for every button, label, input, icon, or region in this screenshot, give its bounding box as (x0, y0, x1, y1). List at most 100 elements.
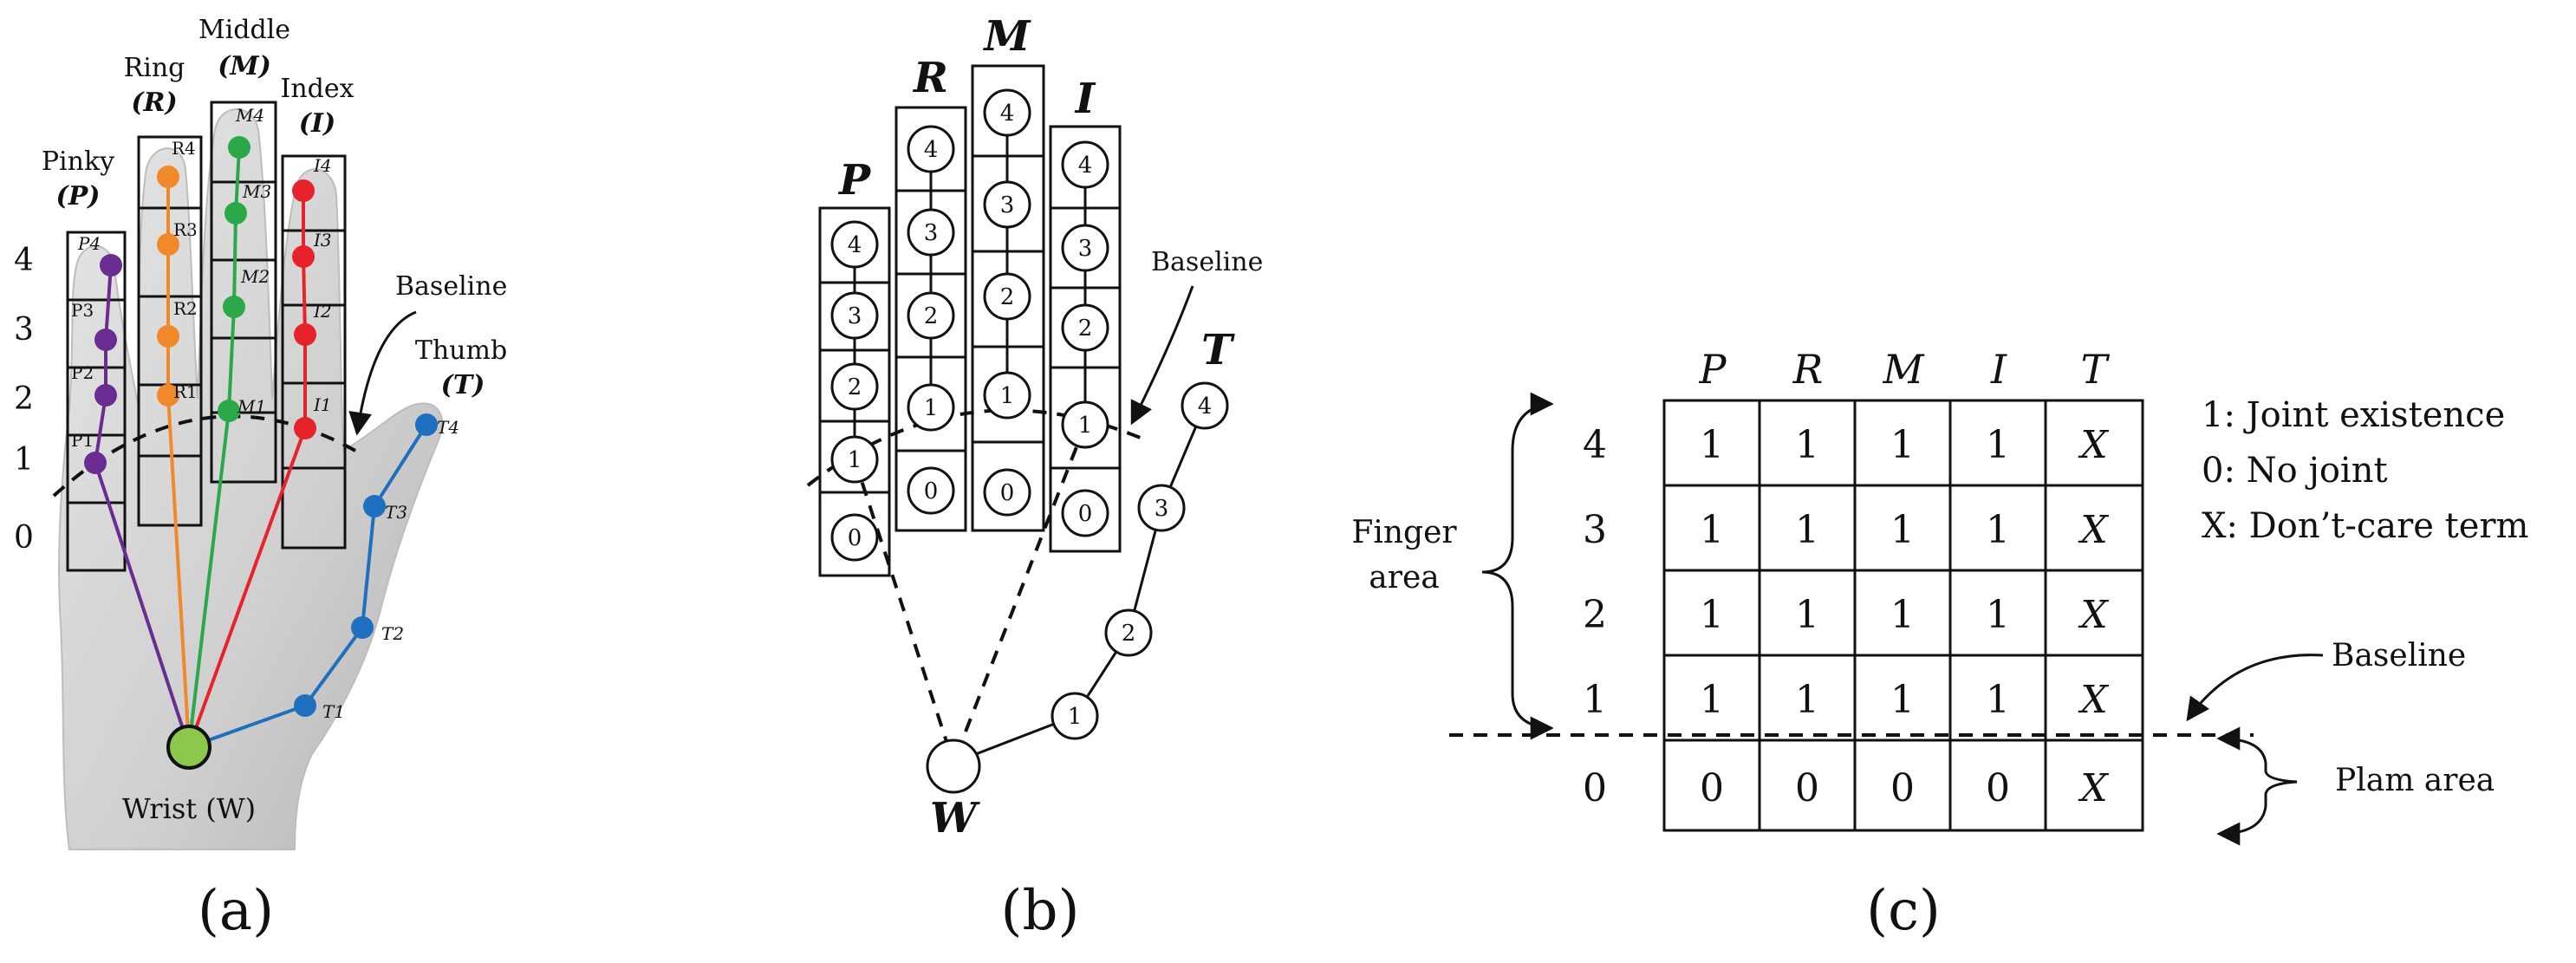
svg-text:T: T (1201, 326, 1235, 374)
baseline-arrow-a (348, 310, 417, 436)
svg-text:Ring: Ring (124, 53, 185, 83)
svg-text:P2: P2 (71, 362, 94, 383)
finger-letters-b: P R M I T W (837, 12, 1235, 843)
level-labels-a: 4 3 2 1 0 (14, 243, 34, 556)
svg-text:4: 4 (1000, 101, 1015, 127)
svg-text:R1: R1 (173, 381, 198, 402)
joint-p4 (100, 254, 122, 277)
svg-text:1: 1 (1078, 413, 1093, 439)
joint-p3 (94, 329, 117, 351)
svg-text:(I): (I) (299, 108, 335, 139)
finger-area-brace: Finger area (1351, 392, 1554, 740)
svg-text:1: 1 (1795, 678, 1819, 722)
svg-text:X: Don’t-care term: X: Don’t-care term (2202, 506, 2528, 546)
svg-text:I: I (1990, 346, 2007, 393)
svg-text:T: T (2081, 346, 2111, 393)
svg-text:R: R (1792, 346, 1824, 393)
svg-text:P4: P4 (77, 233, 101, 254)
svg-text:I4: I4 (313, 155, 332, 176)
svg-text:0: 0 (1700, 766, 1724, 810)
svg-text:P: P (1699, 346, 1727, 393)
matrix-grid (1662, 399, 2144, 832)
svg-text:M1: M1 (237, 396, 266, 417)
svg-text:I3: I3 (313, 230, 332, 251)
svg-text:M: M (982, 12, 1031, 61)
svg-text:1: 1 (1986, 678, 2010, 722)
svg-text:I2: I2 (313, 301, 332, 322)
wrist-node-b (926, 739, 981, 794)
svg-text:0: 0 (1890, 766, 1915, 810)
svg-text:3: 3 (924, 220, 939, 246)
joint-m2 (223, 296, 245, 318)
joint-r3 (157, 233, 179, 256)
svg-text:area: area (1369, 560, 1439, 595)
baseline-arrow-b (1130, 285, 1194, 426)
joint-labels: P1 P2 P3 P4 R1 R2 R3 R4 M1 M2 M3 M4 I1 I… (71, 105, 459, 722)
matrix-cells: 1 1 1 1 X 1 1 1 1 X 1 1 1 1 X 1 1 1 1 X … (1700, 423, 2109, 810)
svg-text:(M): (M) (218, 51, 271, 81)
svg-text:M2: M2 (240, 266, 270, 287)
svg-text:0: 0 (924, 478, 939, 504)
svg-text:1: 1 (14, 442, 34, 478)
svg-text:I1: I1 (313, 394, 332, 415)
svg-text:X: X (2078, 766, 2109, 810)
svg-text:R: R (912, 54, 948, 102)
svg-text:1: 1 (1700, 593, 1724, 637)
svg-text:P3: P3 (71, 300, 94, 321)
svg-text:1: 1 (1795, 593, 1819, 637)
baseline-arrow-c (2186, 654, 2324, 722)
svg-text:P: P (837, 156, 872, 205)
column-headers-c: P R M I T (1699, 346, 2111, 393)
svg-text:1: 1 (1986, 423, 2010, 467)
row-levels-c: 4 3 2 1 0 (1583, 423, 1607, 810)
svg-text:3: 3 (1000, 192, 1015, 218)
svg-text:1: 1 (1068, 704, 1083, 730)
svg-text:1: 1 (848, 447, 862, 473)
palm-area-brace: Plam area (2216, 726, 2495, 846)
svg-text:1: 1 (1795, 423, 1819, 467)
svg-text:2: 2 (924, 303, 939, 329)
joint-m1 (218, 400, 240, 422)
svg-text:R3: R3 (173, 219, 198, 240)
svg-text:0: 0 (1795, 766, 1819, 810)
svg-text:T2: T2 (381, 623, 404, 644)
svg-text:1: 1 (1700, 678, 1724, 722)
svg-text:1: 1 (924, 395, 939, 421)
svg-text:2: 2 (1000, 284, 1015, 310)
svg-text:0: 0 (1000, 480, 1015, 506)
joint-r2 (157, 325, 179, 348)
svg-text:0: No joint: 0: No joint (2202, 451, 2388, 491)
svg-text:2: 2 (848, 374, 862, 400)
panel-a: P1 P2 P3 P4 R1 R2 R3 R4 M1 M2 M3 M4 I1 I… (14, 15, 507, 943)
svg-text:1: Joint existence: 1: Joint existence (2202, 395, 2505, 435)
hand-image (58, 108, 443, 850)
svg-text:0: 0 (1583, 766, 1607, 810)
caption-b: (b) (1001, 879, 1080, 943)
baseline-label-a: Baseline (395, 271, 507, 302)
svg-text:2: 2 (1122, 621, 1136, 647)
svg-text:I: I (1074, 75, 1096, 123)
joint-i3 (292, 245, 315, 268)
svg-text:1: 1 (1700, 423, 1724, 467)
svg-text:0: 0 (1078, 501, 1093, 527)
svg-text:X: X (2078, 678, 2109, 722)
joint-t3 (363, 495, 386, 517)
svg-text:3: 3 (1155, 496, 1169, 522)
joint-t2 (351, 616, 374, 639)
svg-text:4: 4 (848, 232, 862, 258)
svg-text:1: 1 (1000, 383, 1015, 409)
svg-text:2: 2 (1583, 593, 1607, 637)
svg-text:M3: M3 (242, 181, 271, 202)
svg-text:4: 4 (14, 243, 34, 278)
svg-text:T3: T3 (385, 502, 407, 523)
svg-text:M4: M4 (235, 105, 264, 126)
caption-c: (c) (1866, 879, 1941, 943)
svg-text:4: 4 (1198, 394, 1213, 420)
svg-text:Index: Index (280, 74, 354, 104)
joint-t4 (415, 413, 438, 436)
svg-text:0: 0 (848, 525, 862, 551)
svg-text:3: 3 (14, 312, 34, 348)
svg-text:(P): (P) (56, 181, 101, 211)
svg-text:1: 1 (1890, 678, 1915, 722)
